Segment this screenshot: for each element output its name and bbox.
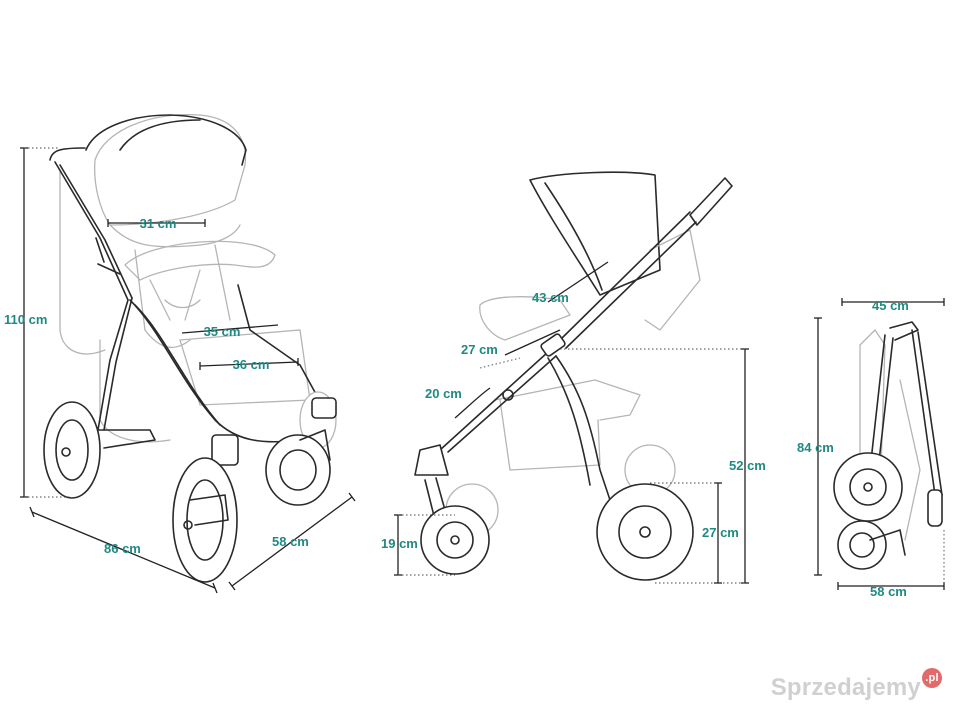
front-wheel-diameter-label: 19 cm xyxy=(381,536,418,551)
folded-length-label: 58 cm xyxy=(870,584,907,599)
stroller-front-view xyxy=(20,114,356,594)
rear-wheel-diameter-label: 27 cm xyxy=(702,525,739,540)
seat-depth-label: 36 cm xyxy=(233,357,270,372)
seat-width-label: 31 cm xyxy=(140,216,177,231)
overall-width-label: 58 cm xyxy=(272,534,309,549)
folded-height-label: 84 cm xyxy=(797,440,834,455)
folded-width-label: 45 cm xyxy=(872,298,909,313)
footrest-width-label: 35 cm xyxy=(204,324,241,339)
watermark-text: Sprzedajemy xyxy=(770,674,921,701)
seat-height-label: 52 cm xyxy=(729,458,766,473)
overall-height-label: 110 cm xyxy=(4,312,47,327)
overall-length-label: 86 cm xyxy=(104,541,141,556)
backrest-height-label: 43 cm xyxy=(532,290,569,305)
watermark-badge: .pl xyxy=(922,668,942,688)
footrest-length-label: 20 cm xyxy=(425,386,462,401)
stroller-folded-view xyxy=(814,298,945,590)
seat-depth-side-label: 27 cm xyxy=(461,342,498,357)
stroller-side-view xyxy=(394,171,749,584)
watermark: Sprzedajemy.pl xyxy=(770,668,942,702)
